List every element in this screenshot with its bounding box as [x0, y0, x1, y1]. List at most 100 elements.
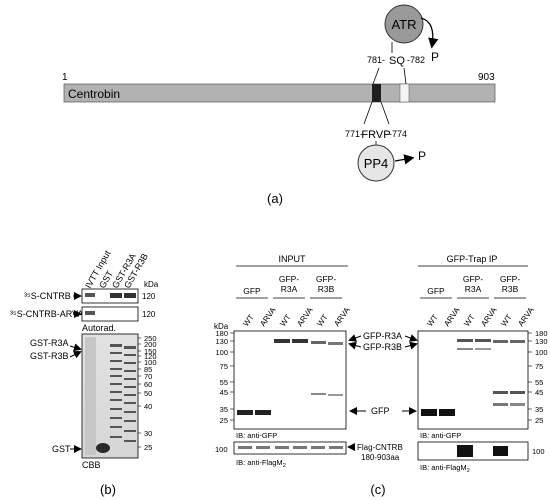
- group-label: GFP: [243, 286, 261, 296]
- atr-from-label: 781-: [367, 55, 385, 65]
- centrobin-bar: [63, 83, 496, 103]
- pp4-to-label: -774: [389, 129, 407, 139]
- blot1-band: [110, 293, 122, 298]
- blot2: [81, 306, 139, 322]
- arrow-r3a-left: [348, 334, 362, 342]
- gel-label-r3a: GST-R3A: [30, 338, 69, 348]
- marker-label: 45: [220, 388, 228, 397]
- pp4-line-right: [380, 101, 390, 125]
- blot2-label: ³⁵S-CNTRB-ARVA: [10, 309, 83, 319]
- marker-label: 25: [144, 443, 152, 452]
- marker-label: 100: [144, 358, 157, 367]
- group-label: GFP-: [279, 274, 299, 284]
- flag-kda-ip: 100: [532, 447, 545, 456]
- ip-bands: [421, 339, 525, 416]
- group-label: GFP-: [316, 274, 336, 284]
- ip-flag-band: [457, 445, 473, 457]
- blot1-band: [85, 293, 95, 297]
- ip-flag-band: [493, 446, 508, 456]
- panel-b-label: (b): [100, 482, 116, 497]
- arrow-r3b-right: [404, 341, 418, 350]
- lane-label: ARVA: [516, 305, 536, 328]
- marker-label: 75: [220, 362, 228, 371]
- gel-lane-ivtt: [85, 337, 96, 455]
- input-flag-bands: [238, 446, 343, 449]
- ib-gfp-input: IB: anti-GFP: [236, 431, 277, 440]
- lane-label: WT: [499, 313, 514, 328]
- gel-arrow-r3b: [69, 351, 82, 359]
- kda-unit-b: kDa: [144, 280, 159, 289]
- atr-label: ATR: [391, 17, 416, 32]
- end-label: 903: [478, 72, 495, 83]
- lane-label: WT: [315, 313, 330, 328]
- marker-label: 55: [220, 378, 228, 387]
- start-label: 1: [62, 72, 68, 83]
- flag-kda-input: 100: [215, 445, 228, 454]
- group-label: GFP-: [463, 274, 483, 284]
- atr-line-left: [372, 67, 380, 85]
- ib-flag-ip: IB: anti-FlagM2: [420, 463, 470, 474]
- ib-flag-input: IB: anti-FlagM2: [236, 458, 286, 469]
- group-label: R3A: [281, 284, 298, 294]
- lane-label: ARVA: [442, 305, 462, 328]
- gst-label: GST: [52, 444, 71, 454]
- marker-label: 150: [144, 347, 157, 356]
- flag-label-1: Flag-CNTRB: [357, 443, 403, 452]
- marker-label: 250: [144, 334, 157, 343]
- pp4-label: PP4: [364, 156, 389, 171]
- blot2-kda: 120: [142, 310, 156, 319]
- panel-c-label: (c): [370, 482, 385, 497]
- marker-label: 45: [535, 388, 543, 397]
- arrow-label-r3b: GFP-R3B: [363, 342, 402, 352]
- marker-label: 55: [535, 378, 543, 387]
- marker-label: 35: [535, 405, 543, 414]
- arrow-label-r3a: GFP-R3A: [363, 331, 402, 341]
- blot1-kda: 120: [142, 292, 156, 301]
- pp4-arrow: [394, 154, 415, 165]
- lane-label: WT: [425, 313, 440, 328]
- marker-label: 60: [144, 380, 152, 389]
- marker-label: 50: [144, 389, 152, 398]
- marker-label: 85: [144, 365, 152, 374]
- gel-lane-r3a-bands: [110, 344, 122, 438]
- marker-label: 130: [535, 337, 548, 346]
- flag-label-2: 180-903aa: [361, 453, 400, 462]
- atr-line-right: [403, 67, 407, 85]
- marker-label: 180: [535, 329, 548, 338]
- gel-label-r3b: GST-R3B: [30, 351, 69, 361]
- group-label: GFP: [427, 286, 445, 296]
- gst-band: [96, 443, 110, 453]
- atr-to-label: -782: [407, 55, 425, 65]
- pp4-motif-label: FRVP: [361, 129, 390, 141]
- panel-a-label: (a): [267, 191, 283, 206]
- group-label: R3B: [502, 284, 519, 294]
- marker-label: 25: [535, 416, 543, 425]
- blot2-band: [85, 311, 95, 315]
- marker-label: 30: [144, 429, 152, 438]
- marker-label: 100: [215, 348, 228, 357]
- marker-label: 75: [535, 362, 543, 371]
- lane-label: WT: [278, 313, 293, 328]
- pp4-circle: [357, 144, 395, 182]
- marker-label: 200: [144, 340, 157, 349]
- ip-title: GFP-Trap IP: [447, 254, 498, 264]
- gel-arrow-r3a: [69, 343, 82, 352]
- sq-region: [399, 83, 410, 103]
- atr-motif-label: SQ: [389, 55, 405, 67]
- centrobin-label: Centrobin: [68, 87, 120, 101]
- arrow-label-gfp: GFP: [371, 406, 390, 416]
- marker-label: 120: [144, 352, 157, 361]
- pp4-from-label: 771-: [345, 129, 363, 139]
- pp4-line-left: [363, 101, 373, 125]
- pp4-product-label: P: [418, 149, 426, 163]
- panel-a: ATR P 781- SQ -782 1 903 Centrobin 771- …: [62, 4, 496, 206]
- arrow-r3b-left: [348, 341, 362, 350]
- lane-label: WT: [462, 313, 477, 328]
- input-title: INPUT: [279, 254, 307, 264]
- marker-label: 70: [144, 372, 152, 381]
- atr-product-label: P: [431, 50, 439, 64]
